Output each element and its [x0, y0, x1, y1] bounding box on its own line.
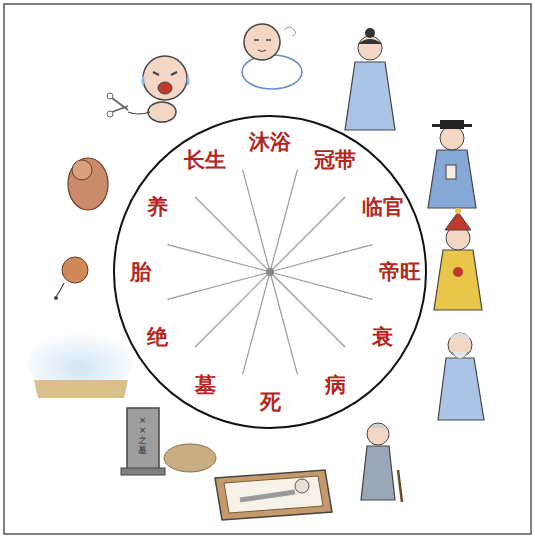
old-man	[438, 333, 484, 420]
stage-wheel: 长生沐浴冠带临官帝旺衰病死 墓 绝 胎 养	[112, 114, 428, 430]
coffin	[215, 470, 332, 520]
stage-label: 帝旺	[379, 260, 421, 283]
crying-baby	[107, 56, 190, 122]
spoke-line	[270, 272, 345, 347]
spoke-line	[195, 272, 270, 347]
empty-land	[28, 332, 132, 398]
stage-label: 胎	[130, 260, 151, 283]
stage-label: 临官	[362, 195, 404, 218]
tombstone-inscription: ××之墓	[138, 416, 147, 456]
stage-label: 沐浴	[249, 130, 291, 153]
spoke-line	[270, 245, 372, 272]
spoke-line	[270, 170, 297, 272]
stage-label: 死	[260, 390, 281, 413]
hub	[266, 268, 274, 276]
stage-label: 绝	[147, 325, 168, 348]
fetus	[68, 158, 108, 210]
spoke-line	[270, 272, 372, 299]
outer-frame	[4, 4, 531, 534]
young-man	[345, 28, 395, 130]
stage-label: 衰	[372, 325, 393, 348]
stage-label: 病	[325, 373, 346, 396]
stage-label: 墓	[195, 373, 216, 396]
spoke-line	[168, 245, 270, 272]
official	[428, 120, 476, 208]
stage-label: 长生	[184, 148, 226, 171]
egg-cell	[54, 257, 88, 300]
tombstone	[121, 408, 216, 475]
emperor	[434, 208, 482, 310]
spoke-line	[243, 272, 270, 374]
spoke-line	[195, 197, 270, 272]
wheel-circle	[114, 116, 426, 428]
stage-label: 冠带	[314, 148, 356, 171]
swaddled-baby	[242, 24, 302, 89]
spoke-line	[270, 197, 345, 272]
sick-old-man	[361, 423, 402, 502]
spoke-line	[168, 272, 270, 299]
spoke-line	[243, 170, 270, 272]
stage-label: 养	[147, 195, 168, 218]
spoke-line	[270, 272, 297, 374]
